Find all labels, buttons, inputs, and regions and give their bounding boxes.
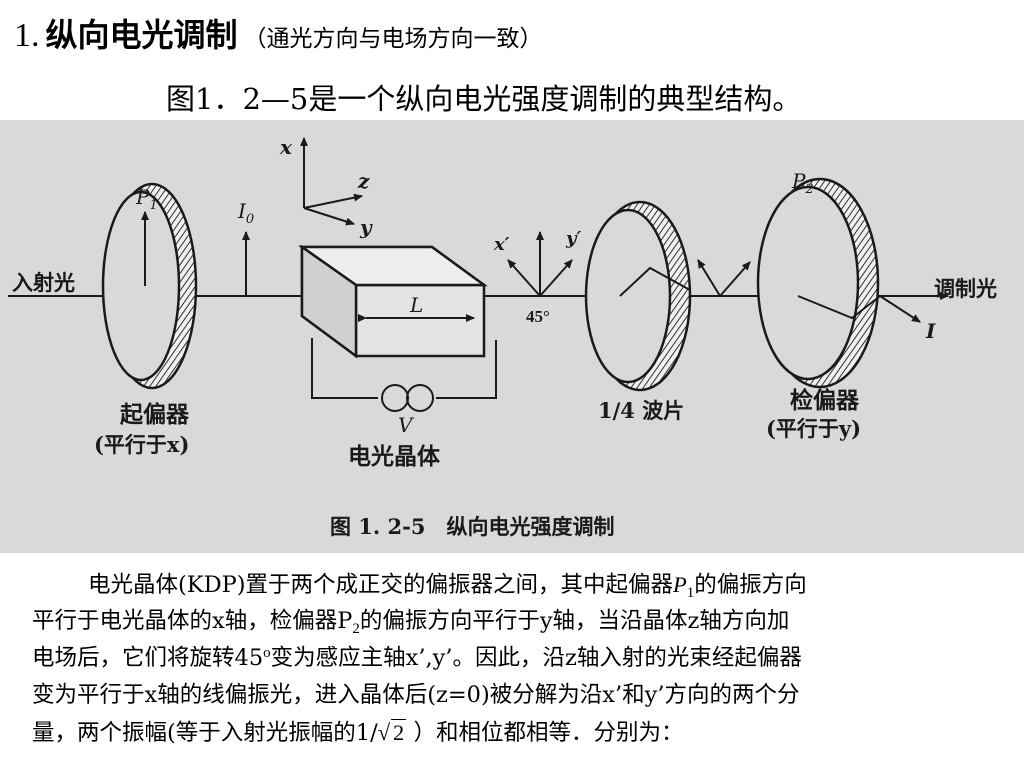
electro-optic-crystal bbox=[298, 244, 488, 359]
label-axis-z: z bbox=[357, 169, 370, 193]
label-angle: 45° bbox=[526, 307, 550, 326]
polarizer-p1 bbox=[101, 182, 198, 390]
label-input-light: 入射光 bbox=[12, 270, 75, 295]
voltage-circuit bbox=[311, 338, 497, 412]
figure-caption: 图 1. 2-5 纵向电光强度调制 bbox=[330, 514, 614, 539]
sqrt-symbol: √2 bbox=[377, 719, 407, 745]
label-length: L bbox=[409, 293, 423, 317]
polarization-arrows bbox=[697, 259, 751, 297]
label-i0: I0 bbox=[237, 199, 254, 227]
section-title: 纵向电光调制 bbox=[45, 16, 238, 54]
label-voltage: V bbox=[398, 413, 415, 437]
label-axis-x: x bbox=[279, 135, 293, 159]
analyzer-p2 bbox=[756, 177, 881, 389]
body-line-1: 电光晶体(KDP)置于两个成正交的偏振器之间，其中起偏器P1的偏振方向 bbox=[88, 572, 807, 601]
label-p2: P2 bbox=[791, 169, 814, 197]
section-number: 1. bbox=[14, 17, 40, 54]
body-line-4: 变为平行于x轴的线偏振光，进入晶体后(z=0)被分解为沿x’和y’方向的两个分 bbox=[32, 682, 800, 708]
label-output-light: 调制光 bbox=[934, 276, 997, 301]
section-heading: 1. 纵向电光调制 （通光方向与电场方向一致） bbox=[14, 10, 543, 56]
label-output-i: I bbox=[925, 319, 936, 343]
induced-axes bbox=[507, 231, 573, 297]
quarter-wave-plate bbox=[584, 200, 692, 392]
section-title-note: （通光方向与电场方向一致） bbox=[243, 26, 543, 52]
label-polarizer: 起偏器 bbox=[120, 401, 190, 428]
label-analyzer: 检偏器 bbox=[790, 387, 860, 414]
label-axis-y: y bbox=[359, 215, 373, 239]
figure-intro: 图1．2—5是一个纵向电光强度调制的典型结构。 bbox=[166, 82, 802, 116]
label-analyzer-note: (平行于y) bbox=[766, 416, 861, 441]
crystal-axes bbox=[300, 137, 363, 226]
body-paragraph: 电光晶体(KDP)置于两个成正交的偏振器之间，其中起偏器P1的偏振方向 平行于电… bbox=[32, 566, 996, 751]
body-line-3: 电场后，它们将旋转45o变为感应主轴x’,y’。因此，沿z轴入射的光束经起偏器 bbox=[32, 645, 802, 671]
body-line-5: 量，两个振幅(等于入射光振幅的1/√2 ）和相位都相等．分别为： bbox=[32, 714, 996, 751]
body-line-2: 平行于电光晶体的x轴，检偏器P2的偏振方向平行于y轴，当沿晶体z轴方向加 bbox=[32, 608, 790, 637]
output-i-arrow bbox=[879, 295, 921, 323]
label-axis-yp: y′ bbox=[565, 228, 581, 249]
label-p1: P1 bbox=[135, 185, 158, 213]
modulation-diagram: 入射光 调制光 P1 P2 I0 x z y x′ y′ 45° L V I 起… bbox=[0, 120, 1024, 553]
label-polarizer-note: (平行于x) bbox=[94, 432, 189, 457]
label-crystal: 电光晶体 bbox=[348, 443, 441, 470]
diagram-canvas: 入射光 调制光 P1 P2 I0 x z y x′ y′ 45° L V I 起… bbox=[8, 135, 997, 539]
label-waveplate: 1/4 波片 bbox=[598, 398, 684, 423]
label-axis-xp: x′ bbox=[493, 234, 510, 255]
